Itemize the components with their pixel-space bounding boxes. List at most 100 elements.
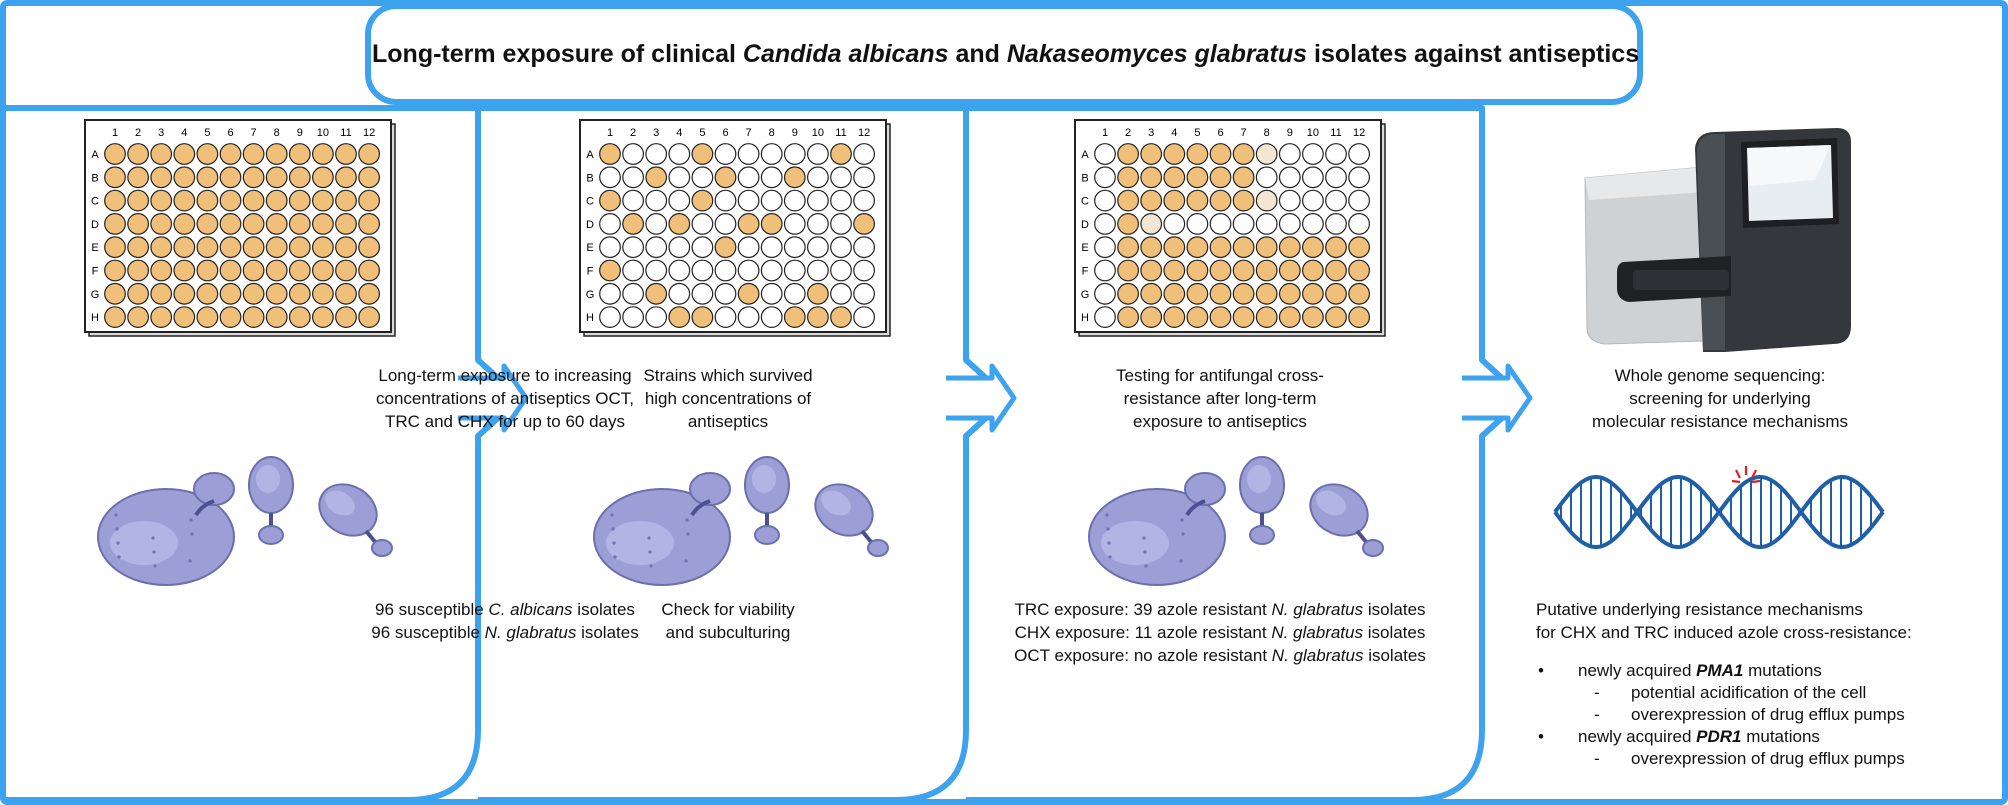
mutation-marker [1731, 479, 1741, 484]
plate-well [219, 236, 242, 259]
plate-well [830, 306, 852, 329]
plate-well [714, 166, 737, 189]
plate-well [173, 189, 196, 212]
plate-well [807, 212, 829, 235]
plate-well [104, 143, 126, 165]
column-label: 1 [607, 127, 613, 139]
plate-well [1094, 306, 1116, 329]
plate-well [1117, 259, 1139, 282]
plate-well [853, 236, 875, 259]
mechanism-pma1: • [1538, 661, 1544, 680]
plate-well [783, 212, 806, 235]
plate-well [150, 166, 173, 189]
plate-well [1348, 306, 1370, 329]
plate-well [714, 236, 737, 259]
row-label: D [91, 219, 99, 231]
plate-well [150, 259, 173, 282]
plate-well [737, 236, 760, 259]
plate-well [668, 212, 691, 235]
plate-well [127, 259, 150, 282]
plate-well [1278, 189, 1301, 212]
plate-well [830, 166, 852, 189]
plate-well [127, 282, 150, 305]
plate-well [760, 306, 783, 329]
plate-well [242, 259, 265, 282]
plate-well [1232, 282, 1255, 305]
mechanism-pdr1: • [1538, 727, 1544, 746]
plate-well [173, 143, 196, 165]
row-label: F [92, 266, 99, 278]
plate-well [312, 212, 334, 235]
plate-well [196, 306, 219, 329]
plate-well [622, 189, 644, 212]
plate-well [1209, 282, 1232, 305]
plate-well [104, 306, 126, 329]
plate-well [288, 166, 311, 189]
plate-well [173, 236, 196, 259]
plate-well [219, 282, 242, 305]
plate-well [807, 143, 829, 165]
plate-well [104, 166, 126, 189]
plate-well [645, 189, 668, 212]
plate-well [668, 259, 691, 282]
column-label: 11 [1330, 127, 1341, 139]
yeast-cells-icon [593, 456, 889, 586]
plate-well [760, 259, 783, 282]
plate-well [783, 259, 806, 282]
column-label: 12 [1353, 127, 1365, 139]
row-label: B [586, 172, 593, 184]
column-label: 5 [1194, 127, 1200, 139]
plate-well [599, 306, 621, 329]
plate-well [760, 212, 783, 235]
plate-well [312, 143, 334, 165]
plate-well [1348, 212, 1370, 235]
plate-well [714, 189, 737, 212]
plate-well [1163, 189, 1186, 212]
plate-well [150, 143, 173, 165]
column-label: 4 [676, 127, 682, 139]
plate-well [1186, 306, 1209, 329]
plate-well [645, 259, 668, 282]
row-label: A [1081, 149, 1089, 161]
row-label: A [586, 149, 594, 161]
plate-well [1325, 282, 1347, 305]
plate-well [645, 143, 668, 165]
plate-well [830, 282, 852, 305]
column-label: 8 [1264, 127, 1270, 139]
column-label: 10 [317, 127, 329, 139]
plate-well [1186, 143, 1209, 165]
plate-well [150, 189, 173, 212]
plate-well [1117, 189, 1139, 212]
plate-well [622, 143, 644, 165]
column-label: 12 [858, 127, 870, 139]
plate-well [622, 306, 644, 329]
plate-well [335, 259, 357, 282]
mutation-marker [1751, 469, 1757, 479]
plate-well [1094, 282, 1116, 305]
column-label: 6 [227, 127, 233, 139]
plate-well [807, 306, 829, 329]
plate-well [645, 212, 668, 235]
plate-well [335, 189, 357, 212]
plate-well [830, 212, 852, 235]
row-label: C [1081, 196, 1089, 208]
plate-well [358, 282, 381, 305]
plate-well [265, 212, 288, 235]
panel-3-description: Testing for antifungal cross- resistance… [1116, 366, 1324, 431]
plate-well [1255, 236, 1278, 259]
plate-well [242, 306, 265, 329]
plate-well [1186, 259, 1209, 282]
plate-well [1117, 212, 1139, 235]
row-label: H [1081, 312, 1089, 324]
plate-well [760, 236, 783, 259]
row-label: D [586, 219, 594, 231]
plate-well [173, 259, 196, 282]
plate-well [288, 306, 311, 329]
column-label: 7 [746, 127, 752, 139]
plate-well [1186, 166, 1209, 189]
plate-well [645, 166, 668, 189]
column-label: 5 [699, 127, 705, 139]
plate-well [668, 189, 691, 212]
column-label: 4 [1171, 127, 1177, 139]
